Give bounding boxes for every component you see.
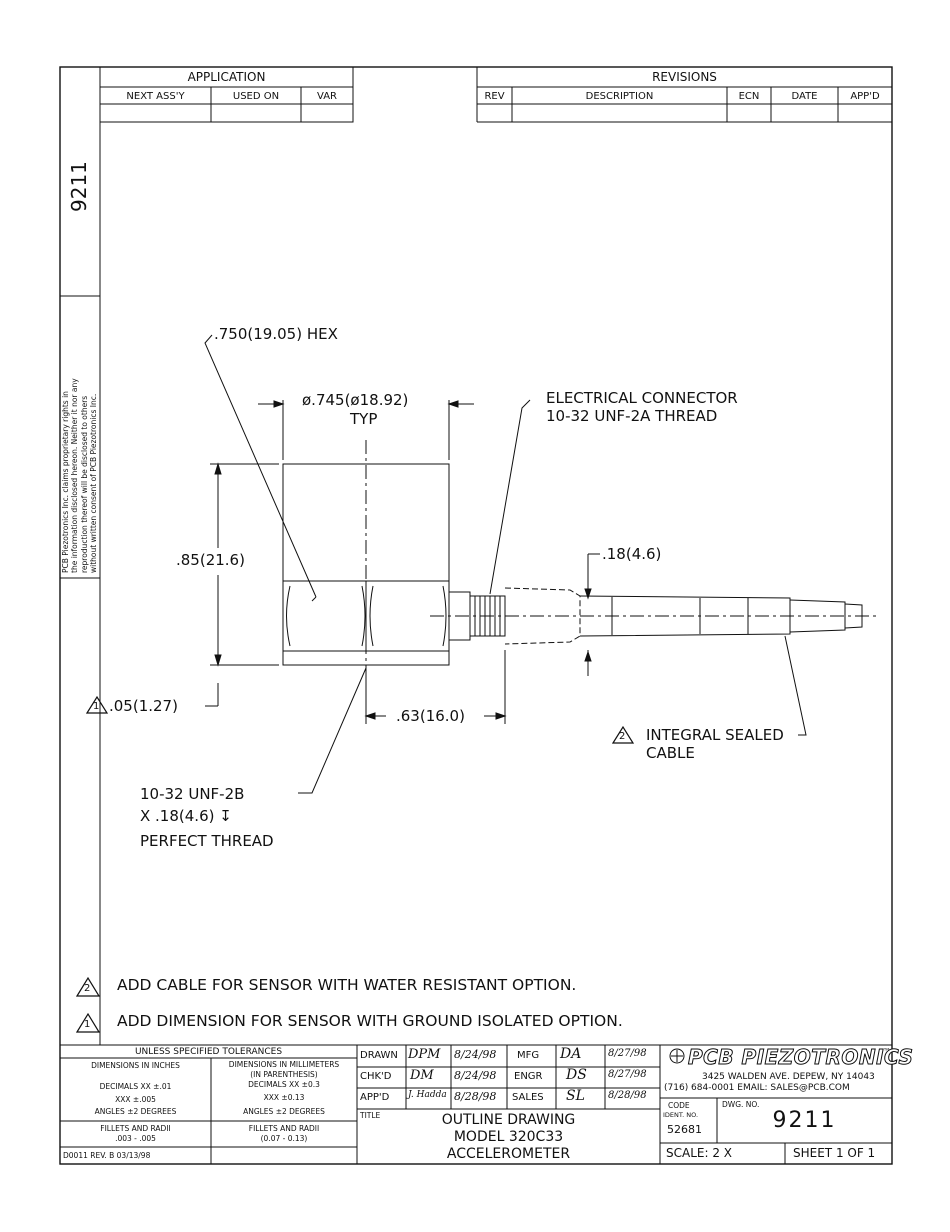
diameter-callout: ø.745(ø18.92) — [302, 391, 409, 409]
tolerance-mm-decimals: DECIMALS XX ±0.3 — [248, 1080, 320, 1089]
code-label: CODE — [668, 1101, 690, 1110]
scale: SCALE: 2 X — [666, 1146, 732, 1160]
tolerance-inches-head: DIMENSIONS IN INCHES — [91, 1061, 180, 1070]
tolerance-mm-fillets: FILLETS AND RADII — [248, 1124, 320, 1133]
note-marker: 2 — [84, 983, 91, 994]
signoff-label: SALES — [512, 1092, 544, 1103]
company-logo: PCB PIEZOTRONICS — [687, 1045, 914, 1069]
dwg-no-label: DWG. NO. — [722, 1100, 760, 1109]
signoff-signature: DPM — [408, 1047, 441, 1062]
tolerance-inches-decimals: XXX ±.005 — [115, 1095, 156, 1104]
application-col-next-assy: NEXT ASS'Y — [126, 91, 185, 102]
title-line2: MODEL 320C33 — [453, 1129, 564, 1145]
signoff-signature: DA — [560, 1046, 582, 1062]
length-dimension: .63(16.0) — [396, 707, 465, 725]
thread-callout-line3: PERFECT THREAD — [140, 832, 274, 850]
proprietary-notice: PCB Piezotronics Inc. claims proprietary… — [61, 378, 98, 573]
company-address: 3425 WALDEN AVE. DEPEW, NY 14043 — [702, 1072, 875, 1082]
signoff-signature: DS — [566, 1067, 587, 1083]
revisions-col-date: DATE — [791, 91, 818, 102]
drawing-border — [59, 66, 893, 1165]
application-col-used-on: USED ON — [232, 91, 280, 102]
proprietary-line: reproduction thereof will be disclosed t… — [79, 395, 89, 573]
form-number: D0011 REV. B 03/13/98 — [63, 1151, 151, 1160]
signoff-label: APP'D — [360, 1092, 390, 1103]
tolerance-inches-decimals: DECIMALS XX ±.01 — [99, 1082, 172, 1091]
signoff-date: 8/24/98 — [454, 1069, 497, 1082]
diameter-typ: TYP — [350, 410, 378, 428]
base-dimension: .05(1.27) — [109, 697, 178, 715]
code-ident-number: 52681 — [667, 1123, 702, 1136]
hex-callout: .750(19.05) HEX — [214, 325, 338, 343]
signoff-date: 8/27/98 — [608, 1069, 647, 1080]
title-label: TITLE — [360, 1111, 381, 1120]
revisions-col-appd: APP'D — [850, 91, 880, 102]
proprietary-line: PCB Piezotronics Inc. claims proprietary… — [61, 391, 70, 573]
signoff-label: MFG — [517, 1050, 540, 1061]
tolerance-inches-angles: ANGLES ±2 DEGREES — [94, 1107, 177, 1116]
revisions-title: REVISIONS — [652, 70, 717, 84]
tolerance-inches-fillets: .003 - .005 — [115, 1134, 156, 1143]
signoff-label: ENGR — [514, 1071, 543, 1082]
title-line1: OUTLINE DRAWING — [441, 1112, 576, 1128]
proprietary-line: without written consent of PCB Piezotron… — [88, 393, 98, 573]
tolerance-mm-fillets: (0.07 - 0.13) — [260, 1134, 308, 1143]
application-title: APPLICATION — [187, 70, 266, 84]
note-marker: 1 — [84, 1019, 91, 1030]
trademark: ™ — [883, 1047, 891, 1056]
connector-callout-line1: ELECTRICAL CONNECTOR — [546, 389, 738, 407]
title-line3: ACCELEROMETER — [446, 1146, 571, 1162]
signoff-date: 8/28/98 — [608, 1090, 647, 1101]
revisions-col-ecn: ECN — [738, 91, 760, 102]
sheet-number: SHEET 1 OF 1 — [793, 1146, 876, 1160]
drawing-number: 9211 — [772, 1108, 837, 1133]
cable-diameter-dimension: .18(4.6) — [602, 545, 662, 563]
tolerance-mm-decimals: XXX ±0.13 — [263, 1093, 305, 1102]
signoff-signature: J. Hadda — [408, 1090, 447, 1100]
side-drawing-number: 9211 — [67, 161, 91, 212]
signoff-signature: SL — [566, 1088, 585, 1104]
signoff-signature: DM — [410, 1068, 434, 1083]
note-text: ADD DIMENSION FOR SENSOR WITH GROUND ISO… — [117, 1012, 623, 1030]
tolerance-mm-head: DIMENSIONS IN MILLIMETERS — [228, 1060, 340, 1069]
signoff-label: CHK'D — [360, 1071, 392, 1082]
thread-callout-line2: X .18(4.6) ↧ — [140, 807, 232, 825]
company-contact: (716) 684-0001 EMAIL: SALES@PCB.COM — [664, 1083, 850, 1093]
application-col-var: VAR — [317, 91, 337, 102]
note-text: ADD CABLE FOR SENSOR WITH WATER RESISTAN… — [117, 976, 577, 994]
connector-callout-line2: 10-32 UNF-2A THREAD — [546, 407, 718, 425]
revisions-col-description: DESCRIPTION — [585, 91, 654, 102]
signoff-date: 8/24/98 — [454, 1048, 497, 1061]
thread-callout-line1: 10-32 UNF-2B — [140, 785, 245, 803]
tolerance-mm-head: (IN PARENTHESIS) — [250, 1070, 318, 1079]
note-marker: 1 — [93, 701, 100, 712]
signoff-date: 8/28/98 — [454, 1090, 497, 1103]
tolerance-inches-fillets: FILLETS AND RADII — [100, 1124, 171, 1133]
tolerance-mm-angles: ANGLES ±2 DEGREES — [243, 1107, 325, 1116]
proprietary-line: the information disclosed hereon. Neithe… — [70, 378, 80, 573]
signoff-date: 8/27/98 — [608, 1048, 647, 1059]
revisions-col-rev: REV — [484, 91, 505, 102]
height-dimension: .85(21.6) — [176, 551, 245, 569]
cable-callout-line1: INTEGRAL SEALED — [646, 726, 784, 744]
note-marker: 2 — [619, 731, 626, 742]
cable-callout-line2: CABLE — [646, 744, 695, 762]
code-label: IDENT. NO. — [663, 1111, 699, 1119]
tolerance-header: UNLESS SPECIFIED TOLERANCES — [134, 1047, 283, 1057]
signoff-label: DRAWN — [360, 1050, 398, 1061]
